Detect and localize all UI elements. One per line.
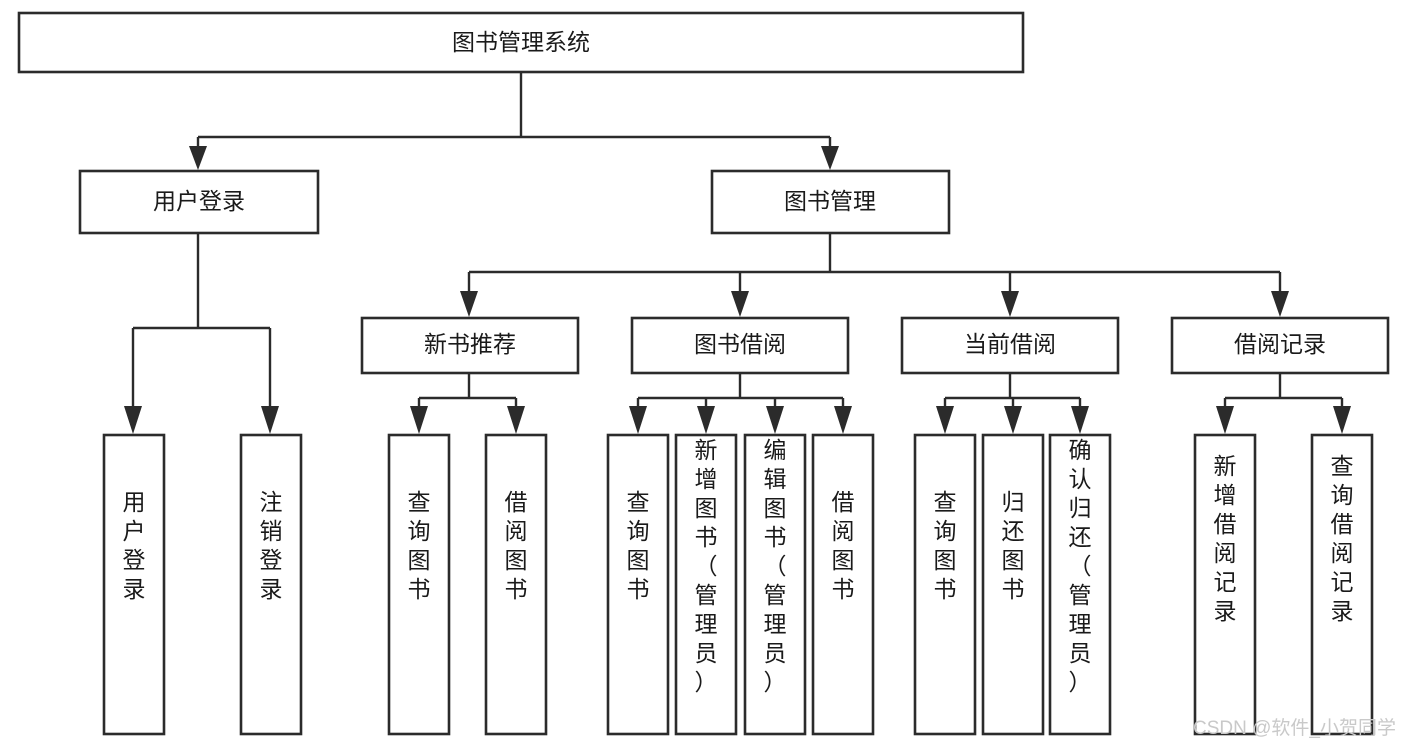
connector-group-book-borrow (629, 373, 852, 434)
node-new-book-recommend[interactable]: 新书推荐 (360, 316, 580, 375)
leaf-user-logout-label: 注销登录 (260, 489, 283, 602)
node-user-login-label: 用户登录 (153, 188, 245, 214)
leaf-user-login[interactable]: 用户登录 (102, 433, 166, 736)
arrow-head-leaf-query-book-1 (410, 406, 428, 434)
node-root-box[interactable] (17, 11, 1025, 74)
leaf-add-record[interactable]: 新增借阅记录 (1193, 433, 1257, 736)
node-current-borrow[interactable]: 当前借阅 (900, 316, 1120, 375)
arrow-head-leaf-user-login (124, 406, 142, 434)
arrow-head-leaf-return-book (1004, 406, 1022, 434)
node-book-manage-label: 图书管理 (784, 188, 876, 214)
leaf-user-logout[interactable]: 注销登录 (239, 433, 303, 736)
leaf-query-record-label: 查询借阅记录 (1331, 453, 1354, 624)
leaf-query-book-1-box[interactable] (387, 433, 451, 736)
leaf-query-book-2[interactable]: 查询图书 (606, 433, 670, 736)
leaf-borrow-book-1-label: 借阅图书 (505, 489, 528, 602)
leaf-query-book-2-box[interactable] (606, 433, 670, 736)
csdn-watermark: CSDN @软件_小贺同学 (1193, 717, 1396, 739)
leaf-borrow-book-2-label: 借阅图书 (832, 489, 855, 602)
leaf-query-book-1[interactable]: 查询图书 (387, 433, 451, 736)
arrow-head-leaf-query-book-3 (936, 406, 954, 434)
arrow-head-leaf-user-logout (261, 406, 279, 434)
leaf-borrow-book-2[interactable]: 借阅图书 (811, 433, 875, 736)
node-book-borrow[interactable]: 图书借阅 (630, 316, 850, 375)
leaf-user-logout-box[interactable] (239, 433, 303, 736)
arrow-head-leaf-confirm-return (1071, 406, 1089, 434)
arrow-head-book-manage (821, 146, 839, 170)
node-user-login-box[interactable] (78, 169, 320, 235)
leaf-edit-book-label: 编辑图书（管理员） (764, 437, 787, 695)
leaf-query-book-3-box[interactable] (913, 433, 977, 736)
leaf-borrow-book-1[interactable]: 借阅图书 (484, 433, 548, 736)
leaf-query-record-box[interactable] (1310, 433, 1374, 736)
leaf-query-record[interactable]: 查询借阅记录 (1310, 433, 1374, 736)
leaf-edit-book[interactable]: 编辑图书（管理员） (743, 433, 807, 736)
leaf-confirm-return[interactable]: 确认归还（管理员） (1048, 433, 1112, 736)
arrow-head-leaf-query-book-2 (629, 406, 647, 434)
arrow-head-leaf-borrow-book-2 (834, 406, 852, 434)
leaf-add-book-box[interactable] (674, 433, 738, 736)
leaf-query-book-3-label: 查询图书 (934, 489, 957, 602)
leaf-user-login-box[interactable] (102, 433, 166, 736)
connector-group-root (189, 72, 839, 170)
connector-group-borrow-record (1216, 373, 1351, 434)
leaf-query-book-1-label: 查询图书 (408, 489, 431, 602)
arrow-head-leaf-add-record (1216, 406, 1234, 434)
leaf-query-book-3[interactable]: 查询图书 (913, 433, 977, 736)
arrow-head-leaf-borrow-book-1 (507, 406, 525, 434)
node-book-borrow-label: 图书借阅 (694, 331, 786, 357)
arrow-head-book-borrow (731, 291, 749, 317)
node-book-manage[interactable]: 图书管理 (710, 169, 951, 235)
leaf-add-book[interactable]: 新增图书（管理员） (674, 433, 738, 736)
leaf-add-book-label: 新增图书（管理员） (695, 437, 718, 695)
leaf-query-book-2-label: 查询图书 (627, 489, 650, 602)
leaf-add-record-label: 新增借阅记录 (1214, 453, 1237, 624)
connector-group-user-login (124, 233, 279, 434)
arrow-head-borrow-record (1271, 291, 1289, 317)
arrow-head-user-login (189, 146, 207, 170)
leaf-borrow-book-1-box[interactable] (484, 433, 548, 736)
leaf-add-record-box[interactable] (1193, 433, 1257, 736)
connector-group-book-manage (460, 233, 1289, 317)
node-user-login[interactable]: 用户登录 (78, 169, 320, 235)
arrow-head-current-borrow (1001, 291, 1019, 317)
arrow-head-leaf-add-book (697, 406, 715, 434)
leaf-borrow-book-2-box[interactable] (811, 433, 875, 736)
connector-group-current-borrow (936, 373, 1089, 434)
node-borrow-record-box[interactable] (1170, 316, 1390, 375)
node-borrow-record[interactable]: 借阅记录 (1170, 316, 1390, 375)
node-book-manage-box[interactable] (710, 169, 951, 235)
connector-group-new-book-recommend (410, 373, 525, 434)
leaf-return-book-label: 归还图书 (1002, 489, 1025, 602)
node-current-borrow-box[interactable] (900, 316, 1120, 375)
node-borrow-record-label: 借阅记录 (1234, 331, 1326, 357)
leaf-return-book-box[interactable] (981, 433, 1045, 736)
arrow-head-leaf-query-record (1333, 406, 1351, 434)
leaf-confirm-return-label: 确认归还（管理员） (1069, 437, 1092, 695)
node-root-label: 图书管理系统 (452, 29, 590, 55)
leaf-return-book[interactable]: 归还图书 (981, 433, 1045, 736)
node-current-borrow-label: 当前借阅 (964, 331, 1056, 357)
node-new-book-recommend-label: 新书推荐 (424, 331, 516, 357)
node-new-book-recommend-box[interactable] (360, 316, 580, 375)
node-root[interactable]: 图书管理系统 (17, 11, 1025, 74)
leaf-edit-book-box[interactable] (743, 433, 807, 736)
node-book-borrow-box[interactable] (630, 316, 850, 375)
leaf-confirm-return-box[interactable] (1048, 433, 1112, 736)
arrow-head-leaf-edit-book (766, 406, 784, 434)
arrow-head-new-book-recommend (460, 291, 478, 317)
leaf-user-login-label: 用户登录 (123, 489, 146, 602)
